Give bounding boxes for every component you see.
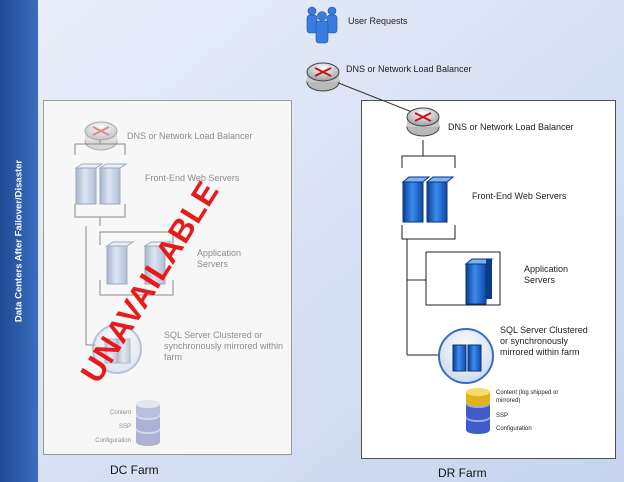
dc-sql-label: SQL Server Clustered or synchronously mi… <box>164 330 284 362</box>
dc-database-icon <box>136 400 160 446</box>
dc-lb-label: DNS or Network Load Balancer <box>127 131 253 141</box>
dc-db-label-content: Content <box>109 410 131 416</box>
dr-db-label-ssp: SSP <box>496 413 509 419</box>
dc-db-label-configuration: Configuration <box>95 438 131 444</box>
dc-farm-title: DC Farm <box>110 463 159 477</box>
dr-sql-server-icon <box>438 328 494 384</box>
dr-app-label: Application Servers <box>524 264 569 285</box>
user-requests-label: User Requests <box>348 16 408 26</box>
wan-link <box>335 81 413 113</box>
dc-app-label: Application Servers <box>197 248 242 269</box>
dc-web-label: Front-End Web Servers <box>145 173 240 183</box>
dr-database-icon <box>466 388 490 434</box>
dc-db-label-ssp: SSP <box>118 424 131 430</box>
dr-web-servers-icon <box>401 176 455 223</box>
dc-connectors <box>74 140 174 346</box>
dr-db-label-content: Content (log shipped or mirrored) <box>496 390 559 404</box>
dc-sql-server-icon <box>92 324 142 374</box>
dr-farm-title: DR Farm <box>438 466 487 480</box>
user-requests-icon <box>306 6 338 44</box>
dc-app-servers-icon <box>105 241 173 285</box>
top-lb-label: DNS or Network Load Balancer <box>346 64 472 74</box>
dc-farm-box <box>43 100 292 455</box>
dr-web-label: Front-End Web Servers <box>472 191 567 201</box>
dc-router-icon <box>84 121 118 151</box>
dr-sql-label: SQL Server Clustered or synchronously mi… <box>500 325 588 357</box>
dr-lb-label: DNS or Network Load Balancer <box>448 122 574 132</box>
dr-connectors <box>401 140 501 356</box>
side-band: Data Centers After Failover/Disaster <box>0 0 38 482</box>
top-router-icon <box>306 62 340 92</box>
dr-router-icon <box>406 107 440 137</box>
dc-web-servers-icon <box>74 163 128 205</box>
dr-db-label-configuration: Configuration <box>496 426 532 432</box>
dr-app-server-icon <box>464 258 494 305</box>
